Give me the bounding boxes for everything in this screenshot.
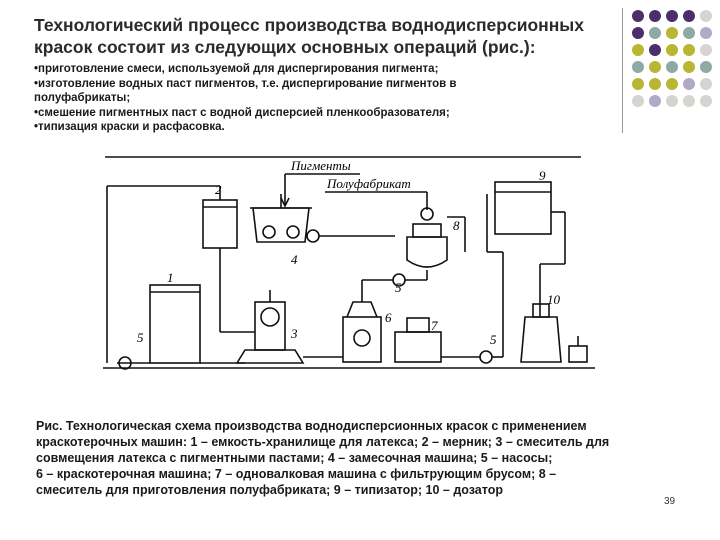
kneader-blade-left — [262, 225, 276, 239]
kneading-machine — [252, 207, 310, 243]
decor-dot — [700, 78, 712, 90]
mill-hopper — [346, 301, 378, 318]
label-number-2: 2 — [215, 182, 222, 197]
title-line-2: красок состоит из следующих основных опе… — [34, 37, 536, 57]
decor-dot — [649, 61, 661, 73]
label-number-5: 5 — [395, 280, 402, 295]
mixer-3-motor — [260, 307, 280, 327]
decor-dot — [683, 78, 695, 90]
decor-dot — [700, 61, 712, 73]
label-number-10: 10 — [547, 292, 561, 307]
decor-dot — [632, 78, 644, 90]
dispenser — [520, 316, 562, 363]
decor-dot — [683, 27, 695, 39]
decor-dot — [666, 78, 678, 90]
label-number-1: 1 — [167, 270, 174, 285]
decor-dot — [649, 44, 661, 56]
label-number-5: 5 — [137, 330, 144, 345]
label-number-9: 9 — [539, 168, 546, 183]
decor-dot — [683, 10, 695, 22]
pump-5-left — [118, 356, 132, 370]
caption-line: 6 – краскотерочная машина; 7 – одновалко… — [36, 467, 557, 481]
bullet-item: •типизация краски и расфасовка. — [34, 121, 225, 133]
label-number-6: 6 — [385, 310, 392, 325]
dispenser-head — [532, 303, 550, 318]
decor-dot — [683, 95, 695, 107]
pump-5-right — [479, 350, 493, 364]
caption-line: Рис. Технологическая схема производства … — [36, 419, 587, 433]
pigments-label: Пигменты — [290, 158, 351, 173]
decor-dot — [632, 44, 644, 56]
decor-dot — [700, 44, 712, 56]
decor-dot — [666, 44, 678, 56]
process-flow-diagram: Пигменты Полуфабрикат 1 2 3 4 5 5 5 6 7 … — [103, 156, 595, 370]
decor-dot — [632, 61, 644, 73]
slide-title: Технологический процесс производства вод… — [34, 14, 594, 58]
decor-dot — [666, 27, 678, 39]
decor-dot — [700, 10, 712, 22]
mixer-3-base — [235, 349, 305, 364]
label-number-7: 7 — [431, 318, 438, 333]
pump-near-kneader — [306, 229, 320, 243]
filter-bar — [406, 317, 430, 333]
decor-dot — [700, 95, 712, 107]
paint-container — [568, 345, 588, 363]
bullet-item: полуфабрикаты; — [34, 92, 131, 104]
tinting-tank — [494, 181, 552, 235]
decor-dot — [632, 27, 644, 39]
mixer-8-lid — [412, 223, 442, 238]
bullet-item: •приготовление смеси, используемой для д… — [34, 63, 439, 75]
decorative-divider — [622, 8, 623, 133]
decor-dot — [649, 27, 661, 39]
label-number-4: 4 — [291, 252, 298, 267]
semi-product-label: Полуфабрикат — [326, 176, 411, 191]
semi-product-mixer — [406, 236, 448, 268]
caption-line: совмещения латекса с пигментными пастами… — [36, 451, 553, 465]
single-roll-machine — [394, 331, 442, 363]
label-number-5: 5 — [490, 332, 497, 347]
figure-caption: Рис. Технологическая схема производства … — [36, 418, 676, 498]
decor-dot — [632, 10, 644, 22]
decor-dot — [666, 95, 678, 107]
pigment-arrow — [280, 197, 290, 208]
label-number-3: 3 — [290, 326, 298, 341]
decor-dot — [666, 61, 678, 73]
title-line-1: Технологический процесс производства вод… — [34, 15, 584, 35]
page-number: 39 — [664, 496, 676, 507]
bullet-list: •приготовление смеси, используемой для д… — [34, 62, 594, 135]
decor-dot — [683, 44, 695, 56]
kneader-blade-right — [286, 225, 300, 239]
mixer-8-motor — [420, 207, 434, 221]
label-number-8: 8 — [453, 218, 460, 233]
decor-dot — [700, 27, 712, 39]
decor-dot — [649, 10, 661, 22]
decor-dot — [649, 78, 661, 90]
bullet-item: •изготовление водных паст пигментов, т.е… — [34, 77, 457, 90]
mill-roller — [353, 329, 371, 347]
decor-dot — [683, 61, 695, 73]
caption-line: смеситель для приготовления полуфабрикат… — [36, 483, 503, 497]
paint-grinding-machine — [342, 316, 382, 363]
caption-line: краскотерочных машин: 1 – емкость-хранил… — [36, 435, 610, 449]
latex-storage-tank — [149, 284, 201, 364]
decor-dot — [666, 10, 678, 22]
decor-dot — [649, 95, 661, 107]
bullet-item: •смешение пигментных паст с водной диспе… — [34, 106, 450, 119]
decor-dot — [632, 95, 644, 107]
